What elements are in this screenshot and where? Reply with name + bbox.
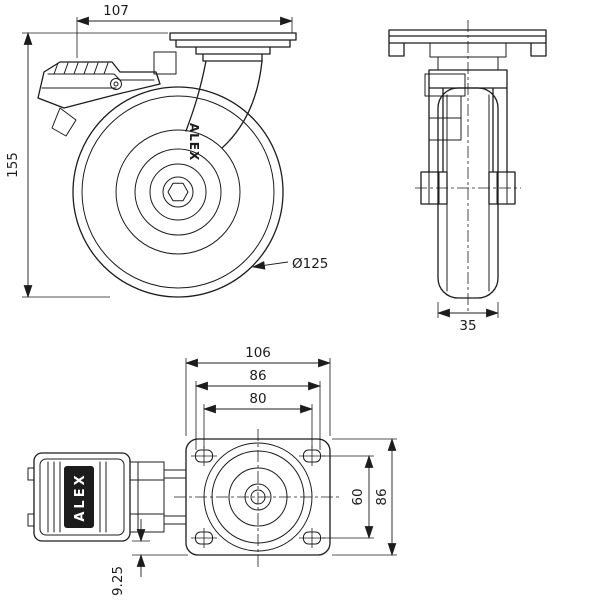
side-wheel (72, 86, 284, 298)
pedal-arm-lines (163, 469, 187, 525)
brake-pedal-inner-lines (41, 73, 155, 89)
dimension-hole-spacing-x: 80 (202, 391, 314, 448)
side-brake-pedal (37, 51, 177, 137)
pedal-tab-lower (27, 513, 35, 527)
dimension-wheel-diameter: Ø125 (251, 256, 328, 272)
dimension-plate-height: 86 (332, 437, 397, 557)
kingpin-outer (244, 483, 272, 511)
ext-lines-86v (332, 438, 397, 556)
dim-text-wheel-diameter: Ø125 (292, 256, 328, 272)
wheel-hub-mid (134, 148, 222, 236)
wheel-hub-inner (149, 163, 207, 221)
raceway-outer (203, 442, 313, 552)
dim-text-107: 107 (103, 3, 129, 19)
front-wheel-outline (437, 87, 499, 299)
raceway-inner (228, 467, 288, 527)
dimension-plate-width: 106 (184, 345, 332, 436)
wheel-tread-outer (72, 86, 284, 298)
brand-logo-side: ALEX (187, 123, 201, 161)
dim-text-35: 35 (459, 318, 476, 334)
ext-lines-155 (22, 32, 168, 298)
front-view: 35 (388, 20, 547, 334)
plan-view: ALEX 106 86 80 60 (27, 345, 397, 596)
dim-text-155: 155 (5, 152, 21, 178)
axle-hex-nut (167, 182, 189, 202)
plan-mounting-plate (185, 438, 331, 556)
dim-text-106: 106 (245, 345, 271, 361)
brake-pivot-bolt (110, 78, 122, 90)
wheel-axle-hole (162, 176, 194, 208)
brake-pedal-outline (37, 61, 161, 109)
brand-logo-plan: ALEX (73, 472, 88, 521)
wheel-tread-inner (81, 95, 275, 289)
side-top-plate (169, 32, 297, 62)
brake-pedal-grip-ribs (53, 62, 109, 75)
plan-brake-pedal: ALEX (27, 452, 187, 542)
dim-text-60: 60 (350, 488, 366, 505)
ext-lines-925 (132, 540, 188, 556)
dimension-pedal-offset: 9.25 (110, 519, 188, 596)
front-brake-pedal (424, 73, 466, 141)
raceway-mid (211, 450, 305, 544)
dimension-hole-spacing-y: 60 (322, 454, 374, 540)
brake-pivot-center (113, 81, 119, 87)
ext-lines-106 (185, 358, 331, 436)
dim-text-925: 9.25 (110, 566, 126, 596)
ext-lines-107 (76, 17, 293, 58)
dim-text-86v: 86 (374, 488, 390, 505)
plan-raceway-circles (203, 442, 313, 552)
dimension-overall-height: 155 (5, 31, 168, 299)
wheel-hub-outer (115, 129, 241, 255)
axle-nut-facets (428, 171, 508, 205)
dimension-top-width: 107 (75, 3, 294, 58)
side-fork (185, 60, 263, 149)
plan-bolt-slots (191, 446, 325, 548)
pedal-inner (39, 458, 125, 536)
pedal-hinge-lines (129, 461, 165, 533)
bolt-slot-center-marks (191, 446, 325, 548)
kingpin-hole (250, 489, 266, 505)
ext-lines-86h (195, 381, 321, 450)
pedal-hinge-block (129, 461, 165, 533)
pedal-ribs (47, 461, 107, 533)
leader-line-dia (251, 261, 289, 270)
side-view: ALEX Ø125 107 155 (5, 3, 328, 299)
dim-text-86h: 86 (249, 368, 266, 384)
dim-text-80: 80 (249, 391, 266, 407)
dimension-wheel-width: 35 (436, 302, 500, 334)
brand-badge (64, 466, 94, 528)
pedal-tab-upper (27, 467, 35, 481)
front-wheel (437, 87, 499, 299)
brake-hinge-block (153, 51, 177, 75)
front-wheel-tread-lines (446, 94, 490, 292)
dimension-slot-outer-span: 86 (194, 368, 322, 450)
brake-lower-bracket (51, 107, 77, 137)
ext-lines-80 (203, 404, 313, 448)
